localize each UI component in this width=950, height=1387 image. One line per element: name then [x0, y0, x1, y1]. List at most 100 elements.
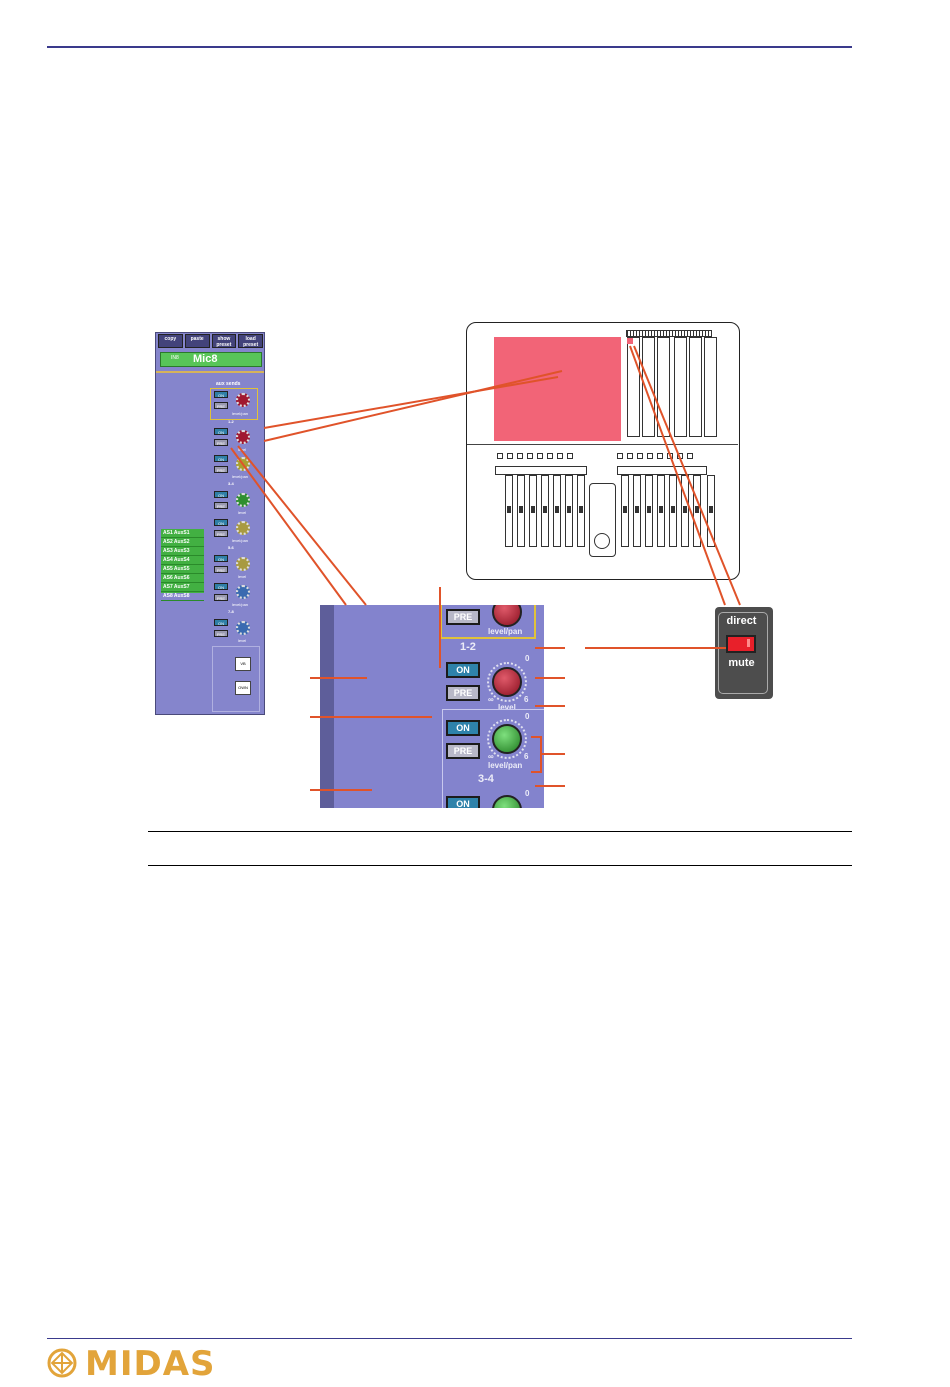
send-3-on-button[interactable]: ON [214, 455, 228, 462]
rack-strip [674, 337, 687, 437]
fader [505, 475, 513, 547]
zoom-scale-min-2: ∞ [488, 695, 494, 704]
send-5-knob[interactable] [236, 521, 250, 535]
jog-wheel [594, 533, 610, 549]
send-8-pre-button[interactable]: PRE [214, 630, 228, 637]
zoom-pair-1-2: 1-2 [460, 641, 476, 653]
footer-rule [47, 1338, 852, 1339]
send-3-pre-button[interactable]: PRE [214, 466, 228, 473]
send-5-on-button[interactable]: ON [214, 519, 228, 526]
assignment-item[interactable]: AS5 AuxS5 [161, 565, 204, 574]
zoom-scale-zero-4: 0 [525, 789, 530, 798]
send-4-knob[interactable] [236, 493, 250, 507]
button-row [495, 466, 587, 475]
console-key [627, 453, 633, 459]
rack-strip [704, 337, 717, 437]
send-6-pre-button[interactable]: PRE [214, 566, 228, 573]
zoom-scale-zero-2: 0 [525, 654, 530, 663]
direct-mute-button[interactable] [726, 635, 756, 653]
assignment-item[interactable]: AS8 AuxS8 [161, 592, 204, 601]
send-1-on-button[interactable]: ON [214, 391, 228, 398]
assignment-item[interactable]: AS7 AuxS7 [161, 583, 204, 592]
load-preset-button[interactable]: load preset [238, 334, 263, 348]
send-8-on-button[interactable]: ON [214, 619, 228, 626]
zoom-level-pan-knob-1-2[interactable] [492, 605, 522, 627]
send-7-knob[interactable] [236, 585, 250, 599]
centre-section [589, 483, 616, 557]
zoom-level-pan-knob-3-4[interactable] [492, 724, 522, 754]
midas-logo-icon [47, 1348, 77, 1378]
caption-rule-bottom [148, 865, 852, 866]
assignment-item[interactable]: AS6 AuxS6 [161, 574, 204, 583]
midas-logo-text: MIDAS [85, 1344, 216, 1384]
zoom-scale-zero-3: 0 [525, 712, 530, 721]
show-preset-button[interactable]: show preset [211, 334, 237, 348]
console-key [687, 453, 693, 459]
assignment-item[interactable]: AS3 AuxS3 [161, 547, 204, 556]
meter-bridge [626, 330, 712, 337]
callout-line [263, 376, 559, 429]
zoom-pre-button-3[interactable]: PRE [446, 743, 480, 759]
rack-strip [689, 337, 702, 437]
zoom-pre-button-2[interactable]: PRE [446, 685, 480, 701]
zoom-on-button-4[interactable]: ON [446, 796, 480, 808]
send-2-on-button[interactable]: ON [214, 428, 228, 435]
callout-line [237, 445, 367, 606]
zoom-on-button-3[interactable]: ON [446, 720, 480, 736]
send-1-pre-button[interactable]: PRE [214, 402, 228, 409]
send-7-knob-label: level/pan [232, 602, 249, 607]
vb-button[interactable]: VB [235, 657, 251, 671]
fader [633, 475, 641, 547]
own-button[interactable]: OWN [235, 681, 251, 695]
console-key [517, 453, 523, 459]
assignment-item[interactable]: AS4 AuxS4 [161, 556, 204, 565]
send-4-on-button[interactable]: ON [214, 491, 228, 498]
direct-label: direct [726, 615, 757, 627]
send-1-knob[interactable] [236, 393, 250, 407]
console-key [527, 453, 533, 459]
console-key [567, 453, 573, 459]
zoom-on-button-2[interactable]: ON [446, 662, 480, 678]
button-row [617, 466, 707, 475]
zoom-level-label-2: level [498, 703, 516, 712]
send-pair-3-4: 3-4 [228, 481, 234, 486]
strip-top-buttons: copy paste show preset load preset [158, 334, 263, 348]
fader [621, 475, 629, 547]
zoom-scale-max-2: 6 [524, 695, 529, 704]
send-8-knob-label: level [238, 638, 247, 643]
console-divider [467, 444, 738, 445]
direct-mute-panel: direct mute [715, 607, 773, 699]
callout-line [230, 447, 347, 606]
zoom-level-knob-2[interactable] [492, 667, 522, 697]
send-2-pre-button[interactable]: PRE [214, 439, 228, 446]
channel-name-bar[interactable]: IN8 Mic8 [160, 352, 262, 367]
fader [707, 475, 715, 547]
send-6-knob[interactable] [236, 557, 250, 571]
send-4-pre-button[interactable]: PRE [214, 502, 228, 509]
send-7-on-button[interactable]: ON [214, 583, 228, 590]
channel-name: Mic8 [193, 353, 218, 365]
fader [657, 475, 665, 547]
send-7-pre-button[interactable]: PRE [214, 594, 228, 601]
input-strip-screenshot: copy paste show preset load preset IN8 M… [155, 332, 265, 715]
assignment-item[interactable]: AS2 AuxS2 [161, 538, 204, 547]
console-overview-diagram [466, 322, 740, 580]
fader [681, 475, 689, 547]
assignment-item[interactable]: AS1 AuxS1 [161, 529, 204, 538]
send-2-knob[interactable] [236, 430, 250, 444]
zoom-send-3-4-panel [442, 709, 544, 808]
mute-label: mute [728, 657, 755, 669]
copy-button[interactable]: copy [158, 334, 183, 348]
callout-line [629, 345, 726, 606]
paste-button[interactable]: paste [184, 334, 210, 348]
send-8-knob[interactable] [236, 621, 250, 635]
send-pair-1-2: 1-2 [228, 419, 234, 424]
send-6-on-button[interactable]: ON [214, 555, 228, 562]
fader [669, 475, 677, 547]
send-5-pre-button[interactable]: PRE [214, 530, 228, 537]
console-key [537, 453, 543, 459]
zoom-strip-edge [320, 605, 334, 808]
caption-rule-top [148, 831, 852, 832]
zoom-pre-button-1[interactable]: PRE [446, 609, 480, 625]
